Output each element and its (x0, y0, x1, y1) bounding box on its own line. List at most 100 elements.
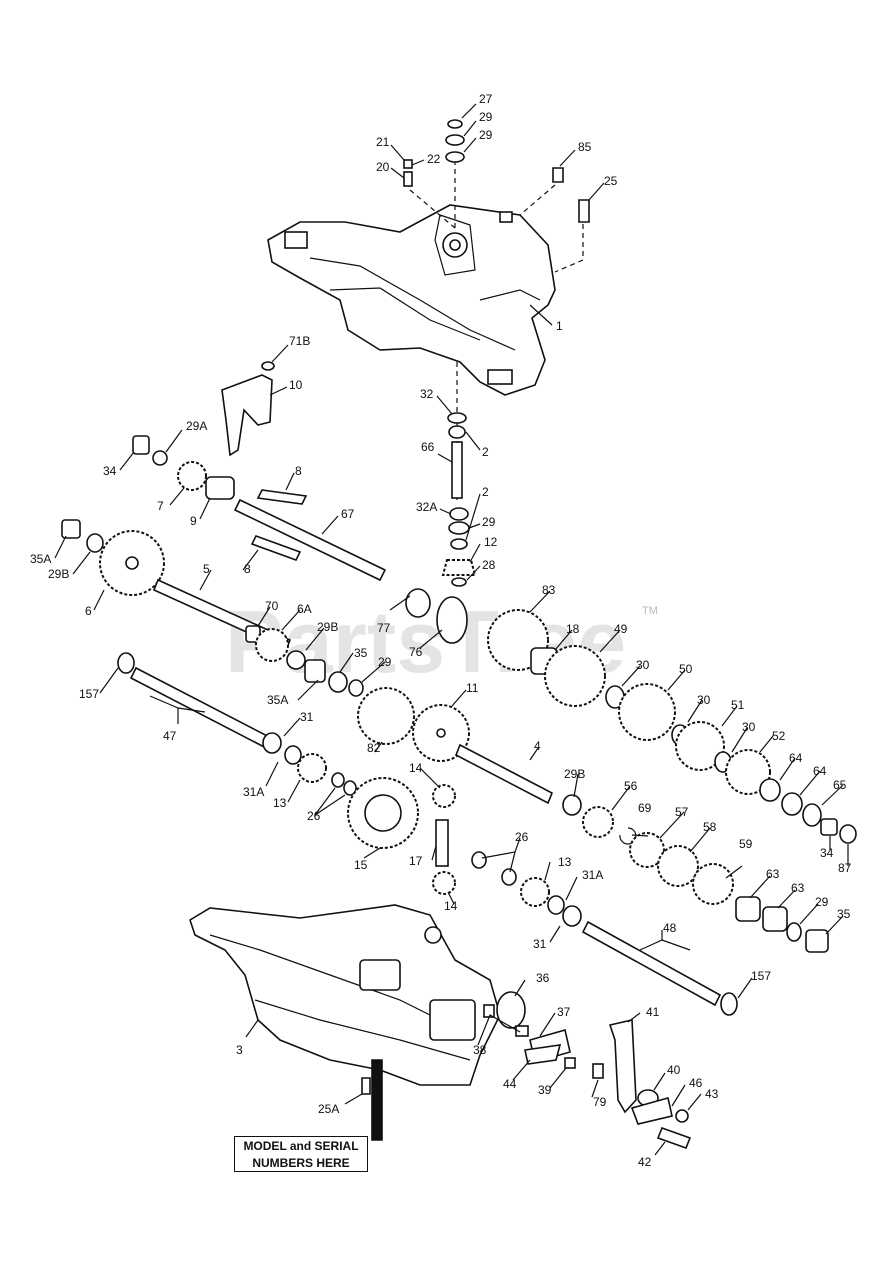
washer-26-right-a[interactable] (471, 851, 487, 869)
washer-29-right[interactable] (786, 922, 802, 942)
bolt-42[interactable] (656, 1126, 692, 1150)
callout-38: 38 (473, 1043, 487, 1057)
callout-32a: 32A (416, 500, 437, 514)
callout-29: 29 (479, 128, 493, 142)
key-38-a[interactable] (483, 1004, 495, 1018)
washer-31A-left[interactable] (284, 745, 302, 765)
serial-pointer (371, 1059, 383, 1141)
seal-157-right[interactable] (720, 992, 738, 1016)
bearing-2-upper[interactable] (448, 425, 466, 439)
gear-50[interactable] (618, 683, 676, 741)
callout-58: 58 (703, 820, 717, 834)
plug-22[interactable] (403, 159, 413, 169)
bushing-63-b[interactable] (762, 906, 788, 932)
lower-housing[interactable] (189, 904, 501, 1086)
collar-64-b[interactable] (781, 792, 803, 816)
bevel-gear-13-left[interactable] (297, 753, 327, 783)
bushing-63-a[interactable] (735, 896, 761, 922)
callout-5: 5 (203, 562, 210, 576)
bevel-gear-13-right[interactable] (520, 877, 550, 907)
pin-39[interactable] (564, 1057, 576, 1069)
washer-26-left-a[interactable] (331, 772, 345, 788)
gear-49[interactable] (544, 645, 606, 707)
bearing-31-right[interactable] (562, 905, 582, 927)
callout-51: 51 (731, 698, 745, 712)
bushing-35A-left[interactable] (61, 519, 81, 539)
bevel-pinion-14-upper[interactable] (432, 784, 456, 808)
gear-56[interactable] (582, 806, 614, 838)
callout-44: 44 (503, 1077, 517, 1091)
axle-48[interactable] (581, 920, 722, 1007)
key-38-b[interactable] (515, 1025, 529, 1037)
callout-50: 50 (679, 662, 693, 676)
arm-44[interactable] (524, 1044, 562, 1065)
bushing-35A-mid[interactable] (304, 659, 326, 683)
nut-43[interactable] (675, 1109, 689, 1123)
bearing-31-left[interactable] (262, 732, 282, 754)
bushing-34-right[interactable] (820, 818, 838, 836)
collar-9[interactable] (205, 476, 235, 500)
shift-fork-10[interactable] (221, 361, 275, 457)
callout-29: 29 (378, 655, 392, 669)
bracket-41[interactable] (608, 1019, 637, 1114)
callout-29b: 29B (48, 567, 69, 581)
washer-29B-left[interactable] (86, 533, 104, 553)
callout-4: 4 (534, 739, 541, 753)
callout-43: 43 (705, 1087, 719, 1101)
washer-29B-right[interactable] (562, 794, 582, 816)
washer-65[interactable] (802, 803, 822, 827)
gear-51[interactable] (675, 721, 725, 771)
washer-29A[interactable] (152, 450, 168, 466)
washer-76[interactable] (436, 596, 468, 644)
washer-29-mid[interactable] (348, 679, 364, 697)
shaft-67[interactable] (233, 498, 387, 582)
upper-housing[interactable] (267, 204, 556, 396)
washer-29-second[interactable] (445, 151, 465, 163)
gear-57[interactable] (629, 832, 665, 868)
callout-18: 18 (566, 622, 580, 636)
key-8-lower[interactable] (250, 535, 302, 561)
bevel-gear-12[interactable] (441, 559, 477, 576)
callout-83: 83 (542, 583, 556, 597)
key-8-upper[interactable] (256, 489, 308, 505)
washer-29B-mid[interactable] (286, 650, 306, 670)
seal-157-left[interactable] (117, 652, 135, 674)
washer-26-right-b[interactable] (501, 868, 517, 886)
shaft-4[interactable] (454, 743, 554, 805)
gear-7[interactable] (177, 461, 207, 491)
shaft-66[interactable] (451, 441, 463, 499)
cross-shaft-17[interactable] (435, 819, 449, 867)
bearing-32[interactable] (447, 412, 467, 424)
bushing-34-left[interactable] (132, 435, 150, 455)
model-serial-note: MODEL and SERIAL NUMBERS HERE (234, 1136, 368, 1172)
washer-29-top[interactable] (445, 134, 465, 146)
plate-46[interactable] (630, 1097, 673, 1125)
gear-52[interactable] (725, 749, 771, 795)
seal-36[interactable] (496, 991, 526, 1029)
callout-31: 31 (300, 710, 314, 724)
ring-77[interactable] (405, 588, 431, 618)
washer-26-left-b[interactable] (343, 780, 357, 796)
washer-29-shaft[interactable] (448, 521, 470, 535)
nut-27[interactable] (447, 119, 463, 129)
spring-79[interactable] (592, 1063, 604, 1079)
collar-35-right[interactable] (805, 929, 829, 953)
bolt-25[interactable] (578, 199, 590, 223)
bolt-85[interactable] (552, 167, 564, 183)
bolt-25A[interactable] (361, 1077, 371, 1095)
collar-35-mid[interactable] (328, 671, 348, 693)
bearing-2-lower[interactable] (450, 538, 468, 550)
collar-64-a[interactable] (759, 778, 781, 802)
callout-3: 3 (236, 1043, 243, 1057)
bevel-gear-82[interactable] (357, 687, 415, 745)
bevel-pinion-14-lower[interactable] (432, 871, 456, 895)
spring-20[interactable] (403, 171, 413, 187)
gear-6A[interactable] (255, 628, 289, 662)
gear-58[interactable] (657, 845, 699, 887)
bearing-32A[interactable] (449, 507, 469, 521)
washer-31A-right[interactable] (547, 895, 565, 915)
ring-87[interactable] (839, 824, 857, 844)
callout-48: 48 (663, 921, 677, 935)
ring-28[interactable] (451, 577, 467, 587)
gear-59[interactable] (692, 863, 734, 905)
